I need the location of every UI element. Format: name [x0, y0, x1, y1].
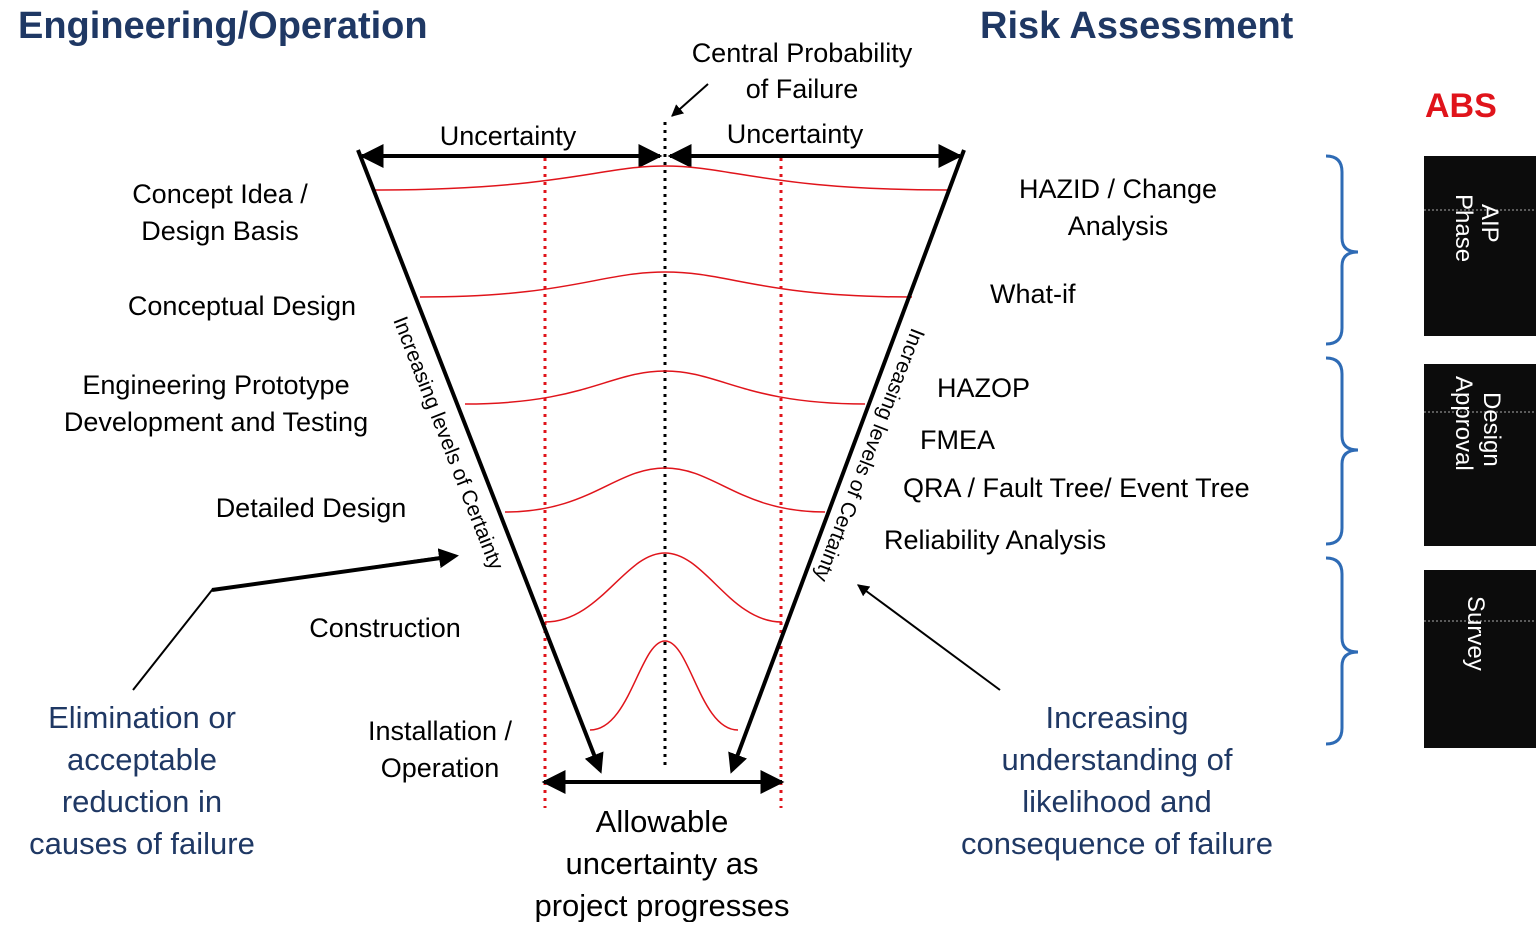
central-probability-label-line1: Central Probability: [692, 38, 913, 68]
right-note-line3: likelihood and: [1022, 784, 1212, 819]
left-note-line4: causes of failure: [29, 826, 255, 861]
allowable-line3: project progresses: [534, 888, 789, 922]
central-probability-label-line2: of Failure: [746, 74, 859, 104]
stage-installation-line2: Operation: [381, 753, 500, 783]
phase-word-survey: Survey: [1462, 596, 1489, 671]
header-engineering-operation: Engineering/Operation: [18, 5, 428, 47]
brace-aip-phase: [1325, 154, 1359, 346]
method-fmea: FMEA: [920, 425, 995, 455]
stage-installation-line1: Installation /: [368, 716, 513, 746]
phase-word-aip: AIP: [1476, 204, 1503, 243]
method-reliability: Reliability Analysis: [884, 525, 1106, 555]
curve-installation: [589, 640, 739, 731]
curve-detailed-design: [504, 467, 826, 513]
risk-methods: HAZID / Change Analysis What-if HAZOP FM…: [884, 174, 1250, 555]
phase-chip-design-approval: Approval Design: [1424, 364, 1536, 546]
curve-conceptual-design: [419, 271, 913, 298]
stage-conceptual-design: Conceptual Design: [128, 291, 356, 321]
stage-concept-line1: Concept Idea /: [132, 179, 308, 209]
left-note-pointer-arrow: [211, 548, 459, 592]
method-qra: QRA / Fault Tree/ Event Tree: [903, 473, 1250, 503]
curve-concept: [372, 165, 949, 191]
header-risk-assessment: Risk Assessment: [980, 5, 1294, 47]
phase-chip-aip: Phase AIP: [1424, 156, 1536, 336]
left-note: Elimination or acceptable reduction in c…: [29, 700, 255, 861]
left-cone-label: Increasing levels of Certainty: [388, 313, 508, 573]
stage-prototype-line2: Development and Testing: [64, 407, 368, 437]
right-note-line2: understanding of: [1002, 742, 1233, 777]
right-note-pointer-arrow: [857, 584, 1001, 691]
curve-prototype: [464, 370, 866, 405]
uncertainty-right-label: Uncertainty: [727, 119, 864, 149]
allowable-line2: uncertainty as: [566, 846, 759, 881]
allowable-line1: Allowable: [596, 804, 729, 839]
method-what-if: What-if: [990, 279, 1076, 309]
funnel-left-side: [356, 149, 604, 774]
right-note: Increasing understanding of likelihood a…: [961, 700, 1273, 861]
funnel-right-side: [728, 149, 966, 774]
stage-construction: Construction: [309, 613, 461, 643]
stage-detailed-design: Detailed Design: [216, 493, 407, 523]
right-note-line1: Increasing: [1045, 700, 1188, 735]
phase-word-approval: Approval: [1450, 376, 1477, 471]
stage-prototype-line1: Engineering Prototype: [82, 370, 349, 400]
left-note-line3: reduction in: [62, 784, 222, 819]
uncertainty-left-label: Uncertainty: [440, 121, 577, 151]
left-note-line2: acceptable: [67, 742, 217, 777]
phase-word-design: Design: [1478, 392, 1505, 467]
abs-logo-text: ABS: [1425, 87, 1497, 125]
phase-chip-survey: Survey: [1424, 570, 1536, 748]
central-probability-pointer: [671, 83, 709, 117]
curve-construction: [544, 552, 783, 623]
phase-braces: [1325, 154, 1359, 746]
probability-curves: [372, 165, 949, 731]
right-note-line4: consequence of failure: [961, 826, 1273, 861]
method-hazid-line1: HAZID / Change: [1019, 174, 1217, 204]
method-hazid-line2: Analysis: [1068, 211, 1169, 241]
method-hazop: HAZOP: [937, 373, 1030, 403]
stage-concept-line2: Design Basis: [141, 216, 299, 246]
engineering-stages: Concept Idea / Design Basis Conceptual D…: [64, 179, 513, 783]
brace-survey: [1325, 556, 1359, 746]
brace-design-approval: [1325, 356, 1359, 546]
phase-word-phase: Phase: [1450, 194, 1477, 262]
left-note-line1: Elimination or: [48, 700, 236, 735]
